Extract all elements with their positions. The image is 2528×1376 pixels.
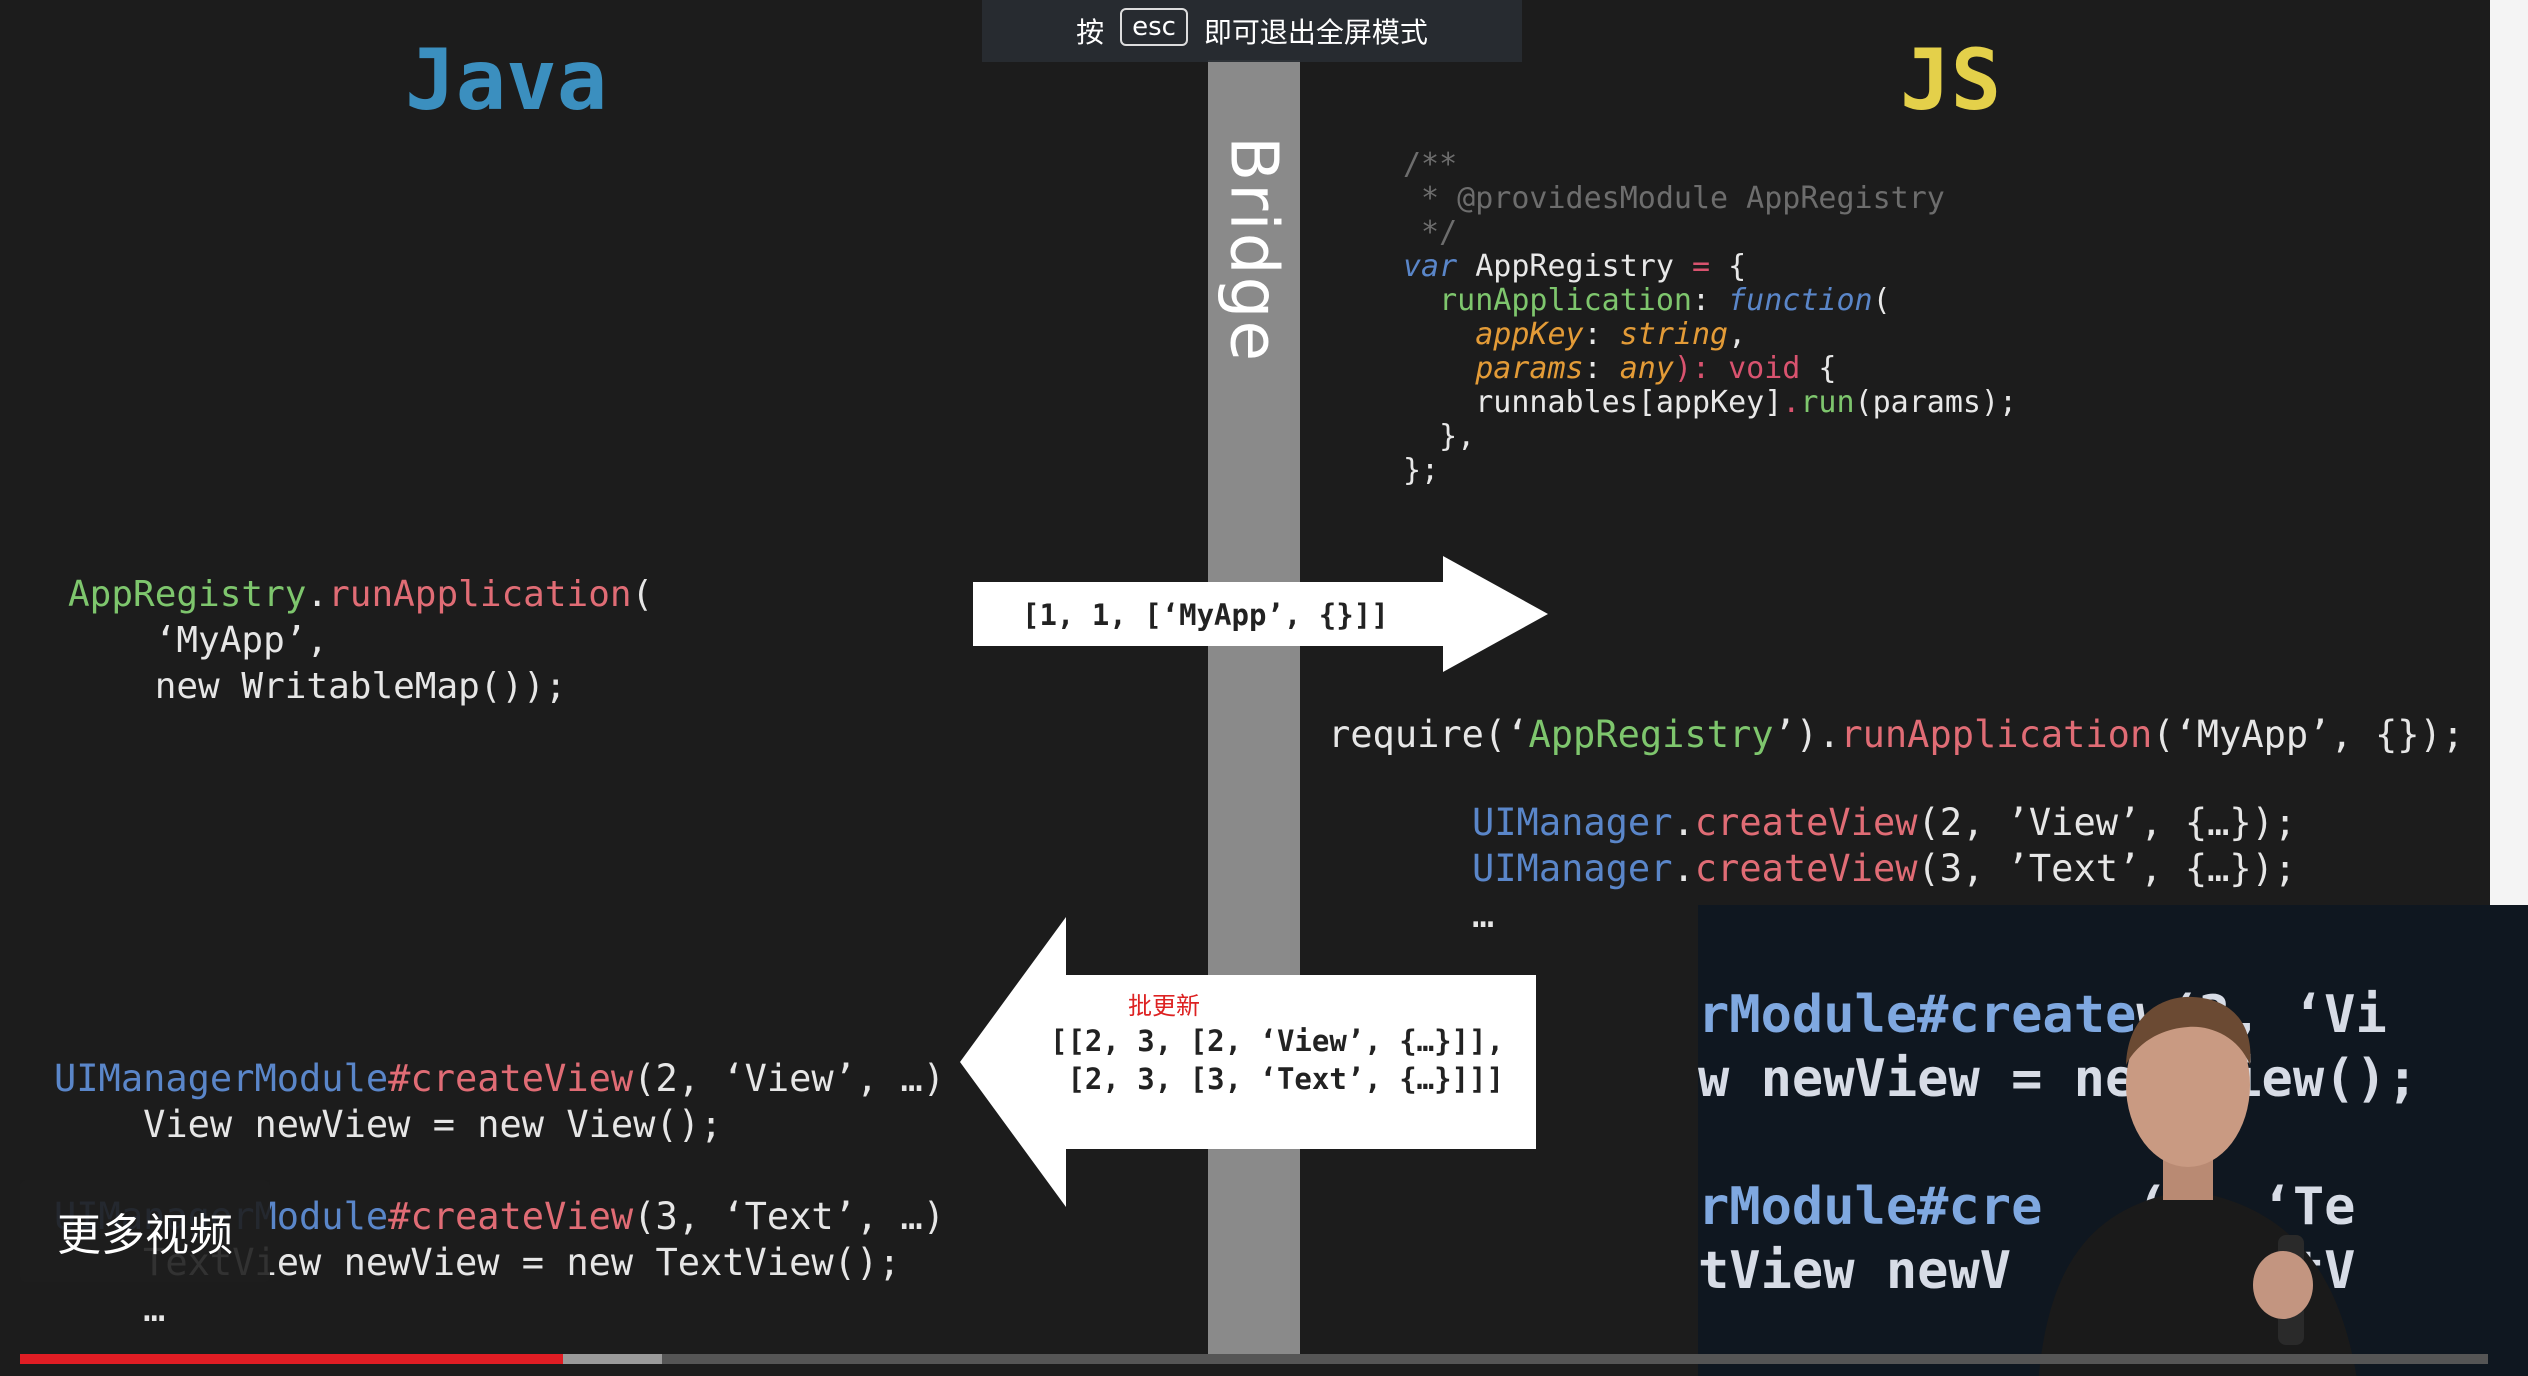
code-type: string [1619,317,1729,352]
code-method: runApplication [1840,713,2153,756]
left-arrow-label: [[2, 3, [2, ‘View’, {…}]], [2, 3, [3, ‘T… [1050,1022,1504,1098]
right-arrow-label: [1, 1, [‘MyApp’, {}]] [1022,598,1389,632]
code-text: , [1728,317,1747,352]
code-text: runnables[appKey] [1475,385,1783,420]
bridge-label: Bridge [1215,136,1293,364]
code-text: (2, ‘View’, …) [633,1057,946,1100]
code-method: #createView [388,1057,634,1100]
right-arrow [973,556,1548,672]
speaker-figure [2038,996,2357,1376]
esc-hint-suffix: 即可退出全屏模式 [1203,16,1428,49]
code-text: }, [1439,419,1476,454]
code-text: ( [1872,283,1891,318]
pip-code-text: #create [1917,985,2137,1045]
code-operator: = [1692,249,1711,284]
code-text: ): [1673,351,1729,386]
esc-hint-prefix: 按 [1076,16,1105,49]
code-text: . [1672,801,1695,844]
esc-key: esc [1120,8,1188,46]
left-arrow-line: [[2, 3, [2, ‘View’, {…}]], [1050,1024,1504,1058]
code-text: View newView = new View(); [143,1103,723,1146]
code-comment: */ [1403,215,1458,250]
code-text: (params); [1854,385,2018,420]
java-runapplication-code: AppRegistry.runApplication( ‘MyApp’, new… [68,572,653,710]
speaker-video[interactable]: rModule#createw(2, ‘Vi w newView = ne ie… [1698,905,2528,1376]
code-text: require(‘ [1328,713,1529,756]
js-appregistry-code: /** * @providesModule AppRegistry */ var… [1403,148,2017,488]
code-method: #createView [388,1195,634,1238]
code-text: (2, ’View’, {…}); [1917,801,2297,844]
code-method: createView [1694,801,1918,844]
pip-code-text: rModule [1698,985,1918,1045]
code-text: ’). [1773,713,1841,756]
code-method: createView [1694,847,1918,890]
code-text: new WritableMap()); [154,666,567,707]
code-text: . [306,574,329,615]
java-heading: Java [405,31,608,129]
code-ellipsis: … [1472,893,1495,936]
code-object: UIManagerModule [54,1057,389,1100]
code-ellipsis: … [143,1287,166,1330]
js-require-code: require(‘AppRegistry’).runApplication(‘M… [1328,712,2464,758]
batch-update-label: 批更新 [1128,992,1200,1020]
code-text: : [1692,283,1729,318]
left-arrow-line: [2, 3, [3, ‘Text’, {…}]]] [1050,1062,1504,1096]
code-text: . [1672,847,1695,890]
code-param: params [1475,351,1584,386]
code-text: : [1583,317,1620,352]
code-method: run [1800,385,1855,420]
code-type: any [1619,351,1674,386]
progress-bar[interactable] [20,1354,2488,1364]
code-text: ( [631,574,654,615]
pip-code-text: #cre [1917,1177,2043,1237]
code-text: }; [1403,453,1440,488]
more-videos-button[interactable]: 更多视频 [20,1180,270,1282]
code-text: (‘MyApp’, {}); [2152,713,2465,756]
code-text: : [1583,351,1620,386]
more-videos-label: 更多视频 [57,1210,233,1261]
code-text: ‘MyApp’, [154,620,329,661]
left-arrow [960,917,1536,1207]
code-keyword: var [1403,249,1458,284]
bridge-label-box: Bridge [1208,135,1300,365]
code-text: { [1710,249,1747,284]
code-object: AppRegistry [68,574,307,615]
pip-code-text: w newView = ne iew(); [1698,1049,2419,1109]
code-method: runApplication [328,574,632,615]
js-heading: JS [1900,31,2002,129]
code-text: AppRegistry [1457,249,1692,284]
code-operator: . [1782,385,1801,420]
code-text: (3, ’Text’, {…}); [1917,847,2297,890]
code-comment: /** [1403,147,1458,182]
code-property: runApplication [1439,283,1692,318]
page-edge [2490,0,2528,905]
progress-played[interactable] [20,1354,563,1364]
code-comment: * @providesModule AppRegistry [1403,181,1945,216]
code-object: UIManager [1472,847,1673,890]
pip-code-text: rModule [1698,1177,1918,1237]
code-module: AppRegistry [1528,713,1774,756]
code-keyword: void [1728,351,1801,386]
js-uimanager-code: UIManager.createView(2, ’View’, {…}); UI… [1472,800,2296,938]
code-text: (3, ‘Text’, …) [633,1195,946,1238]
code-text: { [1800,351,1837,386]
code-param: appKey [1475,317,1584,352]
fullscreen-exit-hint: 按 esc 即可退出全屏模式 [982,0,1522,62]
code-object: UIManager [1472,801,1673,844]
code-keyword: function [1728,283,1873,318]
